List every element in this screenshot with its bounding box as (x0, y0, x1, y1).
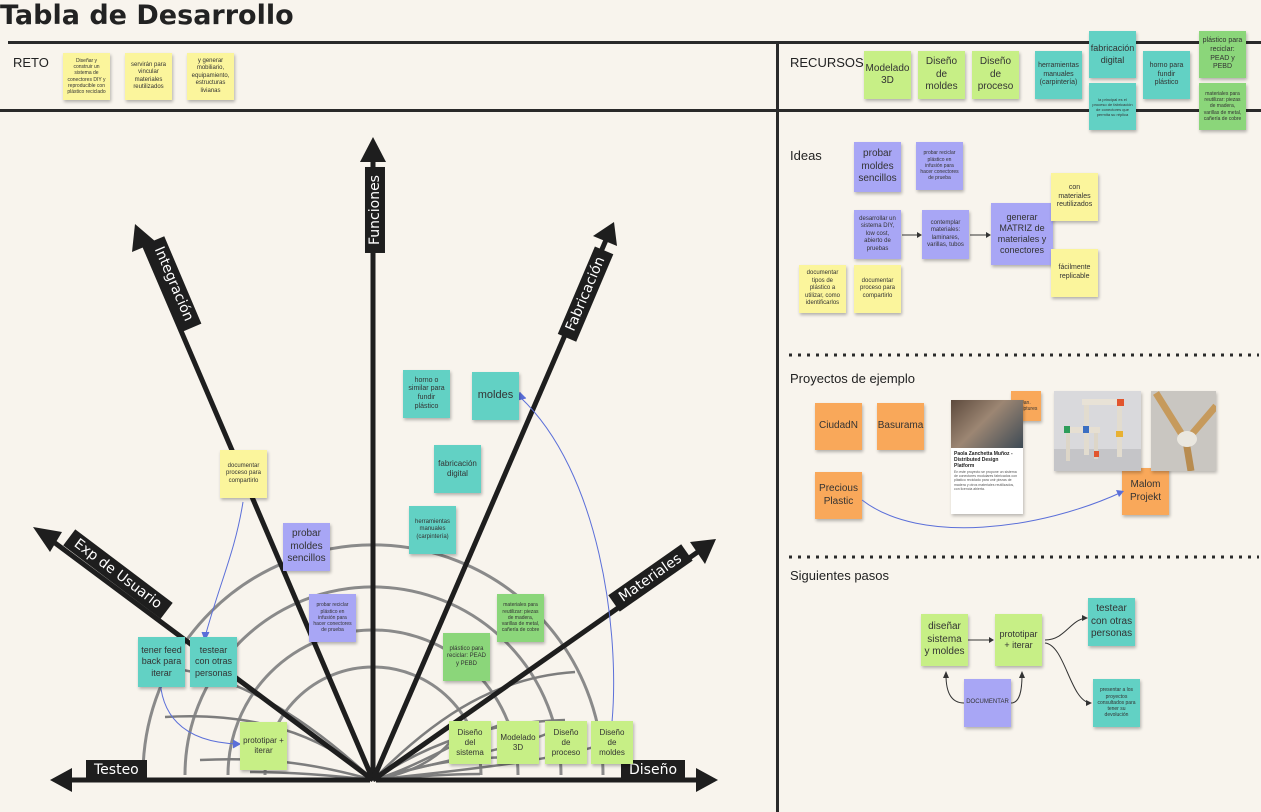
section-siguientes: Siguientes pasos (790, 568, 890, 583)
project-card-text: En este proyecto se propone un sistema d… (954, 470, 1018, 491)
ideas-probar-reciclar[interactable]: probar reciclar plástico en infusión par… (916, 142, 963, 190)
radar-note-materiales[interactable]: materiales para reutilizar: piezas de ma… (497, 594, 544, 642)
radar-note-fab-digital[interactable]: fabricación digital (434, 445, 481, 493)
recursos-horno[interactable]: horno para fundir plástico (1143, 51, 1190, 99)
radar-note-modelado[interactable]: Modelado 3D (497, 721, 539, 764)
radar-note-horno[interactable]: horno o similar para fundir plástico (403, 370, 450, 418)
next-documentar[interactable]: DOCUMENTAR (964, 679, 1011, 727)
radar-note-feedback[interactable]: tener feed back para iterar (138, 637, 185, 687)
precious-to-malom-arrow (861, 490, 1124, 529)
ideas-reutilizados[interactable]: con materiales reutilizados (1051, 173, 1098, 221)
ideas-probar-moldes[interactable]: probar moldes sencillos (854, 142, 901, 192)
axis-label-diseno: Diseño (621, 760, 686, 780)
next-disenar[interactable]: diseñar sistema y moldes (921, 614, 968, 666)
radar-note-moldes[interactable]: moldes (472, 372, 519, 420)
radar-diagram (33, 137, 718, 792)
proyecto-basurama[interactable]: Basurama (877, 403, 924, 450)
ideas-replicable[interactable]: fácilmente replicable (1051, 249, 1098, 297)
recursos-plastico[interactable]: plástico para reciclar: PEAD y PEBD (1199, 31, 1246, 78)
next-testear[interactable]: testear con otras personas (1088, 598, 1135, 646)
next-arrows (943, 615, 1092, 706)
section-recursos: RECURSOS (790, 55, 864, 70)
joint-illustration (1153, 391, 1216, 471)
reto-note-2[interactable]: servirán para vincular materiales reutil… (125, 53, 172, 100)
project-card[interactable]: Paola Zanchetta Muñoz - Distributed Desi… (951, 400, 1023, 514)
page-title: Tabla de Desarrollo (0, 0, 294, 31)
reto-note-3[interactable]: y generar mobiliario, equipamiento, estr… (187, 53, 234, 100)
reto-divider (0, 109, 1261, 112)
section-ideas: Ideas (790, 148, 822, 163)
vertical-divider (776, 44, 779, 812)
radar-note-diseno-proceso[interactable]: Diseño de proceso (545, 721, 587, 764)
recursos-proceso[interactable]: Diseño de proceso (972, 51, 1019, 99)
stool-photo[interactable] (1054, 391, 1141, 471)
section-reto: RETO (13, 55, 49, 70)
recursos-herramientas[interactable]: herramientas manuales (carpintería) (1035, 51, 1082, 99)
axis-label-funciones: Funciones (364, 167, 385, 253)
recursos-proceso-fab[interactable]: la principal es el proceso de fabricació… (1089, 83, 1136, 130)
radar-note-prototipar[interactable]: prototipar + iterar (240, 722, 287, 770)
title-underline (8, 41, 1261, 44)
reto-note-1[interactable]: Diseñar y construir un sistema de conect… (63, 53, 110, 100)
stool-illustration (1054, 399, 1141, 471)
axis-label-testeo: Testeo (86, 760, 147, 780)
ideas-sistema-diy[interactable]: desarrollar un sistema DIY, low cost, ab… (854, 210, 901, 259)
project-card-title: Paola Zanchetta Muñoz - Distributed Desi… (954, 451, 1013, 469)
next-prototipar[interactable]: prototipar + iterar (995, 614, 1042, 666)
radar-note-herramientas[interactable]: herramientas manuales (carpintería) (409, 506, 456, 554)
dotted-separators (789, 353, 1259, 559)
proyecto-precious[interactable]: Precious Plastic (815, 472, 862, 519)
section-proyectos: Proyectos de ejemplo (790, 371, 916, 386)
radar-note-testear[interactable]: testear con otras personas (190, 637, 237, 687)
ideas-contemplar[interactable]: contemplar materiales: laminares, varill… (922, 210, 969, 259)
ideas-documentar-tipos[interactable]: documentar tipos de plástico a utilizar,… (799, 265, 846, 313)
recursos-fab-digital[interactable]: fabricación digital (1089, 31, 1136, 78)
ideas-matriz[interactable]: generar MATRIZ de materiales y conectore… (991, 203, 1053, 265)
ideas-arrows (902, 232, 991, 238)
joint-photo[interactable] (1151, 391, 1216, 471)
recursos-modelado[interactable]: Modelado 3D (864, 51, 911, 99)
proyecto-ciudadn[interactable]: CiudadN (815, 403, 862, 450)
radar-note-plastico[interactable]: plástico para reciclar: PEAD y PEBD (443, 633, 490, 681)
recursos-moldes[interactable]: Diseño de moldes (918, 51, 965, 99)
next-presentar[interactable]: presentar a los proyectos consultados pa… (1093, 679, 1140, 727)
radar-note-probar[interactable]: probar moldes sencillos (283, 523, 330, 571)
radar-note-diseno-sistema[interactable]: Diseño del sistema (449, 721, 491, 764)
ideas-documentar-proceso[interactable]: documentar proceso para compartirlo (854, 265, 901, 313)
proyecto-malom[interactable]: Malom Projekt (1122, 468, 1169, 515)
radar-blue-arrows (159, 391, 615, 749)
radar-note-diseno-moldes[interactable]: Diseño de moldes (591, 721, 633, 764)
radar-note-probar-reciclar[interactable]: probar reciclar plástico en infusión par… (309, 594, 356, 642)
recursos-materiales[interactable]: materiales para reutilizar: piezas de ma… (1199, 83, 1246, 130)
radar-note-documentar[interactable]: documentar proceso para compartirlo (220, 450, 267, 498)
project-card-photo (951, 400, 1023, 448)
